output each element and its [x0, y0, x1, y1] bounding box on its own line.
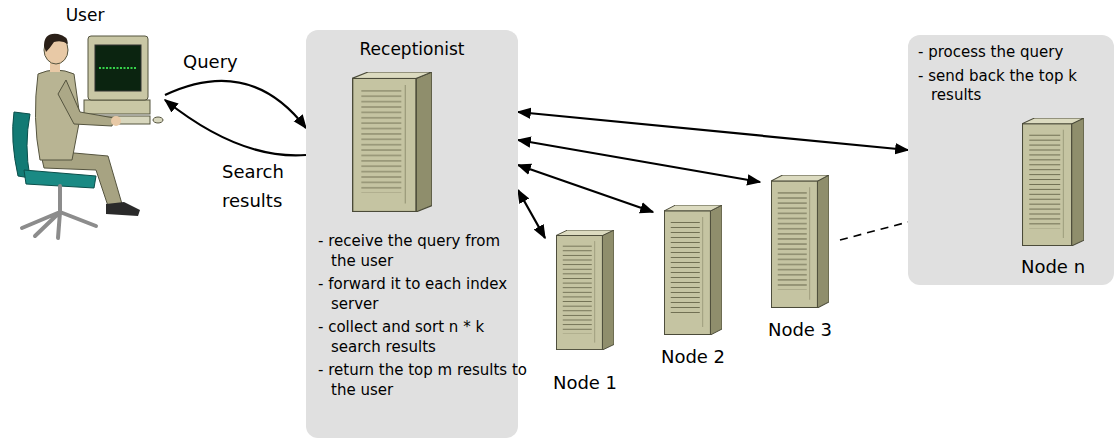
node-label: Node 1 — [545, 371, 625, 394]
server-tower — [1022, 118, 1084, 246]
server-tower — [352, 72, 432, 212]
server-node: Node 2 — [653, 205, 733, 372]
mouse — [153, 117, 163, 123]
server-icon — [664, 205, 722, 335]
bullet-text: - return the top m results to the user — [318, 361, 527, 400]
hair — [44, 34, 68, 52]
bullet-text: - forward it to each index server — [318, 275, 527, 314]
server-tower — [664, 205, 722, 335]
arrow-connector — [518, 140, 760, 182]
arrow-connector — [165, 100, 306, 155]
server-tower — [556, 230, 614, 350]
computer-case — [84, 100, 150, 114]
server-icon — [1022, 118, 1084, 246]
server-panel: Receptionist- receive the query from the… — [306, 30, 518, 438]
node-label: Node 3 — [760, 318, 840, 341]
chair-back — [13, 112, 30, 178]
shoe — [106, 202, 140, 216]
edge-label: Query — [183, 48, 238, 77]
server-tower — [771, 175, 829, 308]
server-node: Node 1 — [545, 230, 625, 398]
node-label: Node 2 — [653, 345, 733, 368]
node-label: Receptionist — [306, 38, 518, 60]
node-label: User — [5, 4, 165, 26]
arrow-connector — [518, 190, 545, 238]
arm — [58, 80, 114, 126]
node-label: Node n — [1008, 255, 1098, 278]
server-node: Node 3 — [760, 175, 840, 345]
user-figure: User — [5, 0, 165, 245]
screen-text — [99, 67, 137, 69]
chair-base — [22, 186, 96, 238]
server-panel: - process the query - send back the top k… — [908, 35, 1114, 285]
arrow-connector — [518, 112, 908, 150]
bullet-text: - collect and sort n * k search results — [318, 318, 527, 357]
dashed-connector — [840, 222, 908, 240]
user-illustration — [5, 0, 165, 245]
monitor-screen — [95, 45, 141, 91]
server-icon — [352, 72, 432, 212]
server-icon — [556, 230, 614, 350]
arrow-connector — [518, 165, 653, 212]
bullet-text: - receive the query from the user — [318, 232, 527, 271]
bullet-text: - send back the top k results — [918, 67, 1101, 106]
monitor — [88, 36, 148, 100]
arrow-connector — [165, 81, 306, 128]
hand — [111, 116, 121, 126]
edge-label: Search results — [222, 158, 294, 216]
bullet-text: - process the query — [918, 43, 1101, 63]
server-icon — [771, 175, 829, 308]
